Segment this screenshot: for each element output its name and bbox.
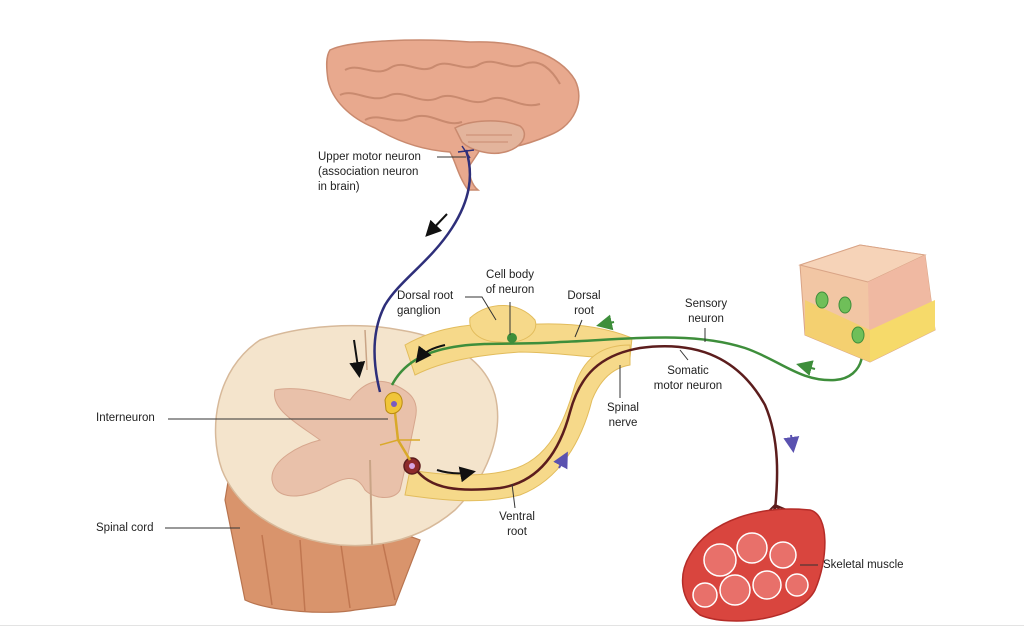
arrow-sensory-skin xyxy=(796,360,816,376)
label-interneuron: Interneuron xyxy=(96,412,155,424)
arrow-sensory-entry xyxy=(415,344,446,364)
label-cell-body: Cell body of neuron xyxy=(485,269,535,296)
skeletal-muscle-illustration xyxy=(681,508,826,622)
skin-illustration xyxy=(798,244,936,363)
brain-illustration xyxy=(325,39,580,191)
sensory-neuron-cell-body xyxy=(507,333,517,343)
label-ventral-root: Ventral root xyxy=(499,511,535,538)
arrow-motor-muscle xyxy=(783,434,800,453)
label-somatic-motor-neuron: Somatic motor neuron xyxy=(653,365,723,392)
label-dorsal-root-ganglion: Dorsal root ganglion xyxy=(397,290,454,317)
upper-motor-neuron-fiber xyxy=(373,149,472,393)
label-sensory-neuron: Sensory neuron xyxy=(684,298,728,325)
arrow-descending xyxy=(349,339,366,378)
arrow-sensory-dorsal xyxy=(596,314,615,331)
bottom-divider xyxy=(0,625,1024,626)
sensory-neuron-fiber xyxy=(390,324,864,386)
leader-lines xyxy=(165,156,818,566)
label-spinal-cord: Spinal cord xyxy=(96,522,154,534)
arrow-motor-exit xyxy=(436,466,476,483)
spinal-cord-illustration xyxy=(214,324,499,613)
label-skeletal-muscle: Skeletal muscle xyxy=(823,559,904,571)
label-dorsal-root: Dorsal root xyxy=(567,290,601,317)
label-upper-motor-neuron: Upper motor neuron (association neuron i… xyxy=(318,151,421,193)
arrow-upper-motor xyxy=(425,213,448,237)
somatic-motor-neuron-fiber xyxy=(413,345,779,511)
label-spinal-nerve: Spinal nerve xyxy=(607,402,639,429)
upper-motor-neuron-terminal xyxy=(457,145,475,159)
arrow-motor-ventral xyxy=(553,451,568,470)
interneuron-illustration xyxy=(379,392,420,461)
